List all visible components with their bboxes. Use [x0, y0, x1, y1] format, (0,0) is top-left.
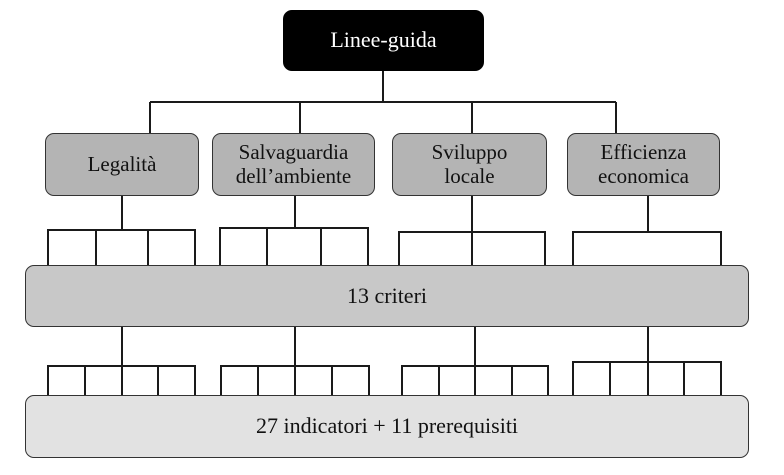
root-label: Linee-guida — [330, 27, 437, 53]
pillar-label: Legalità — [87, 151, 157, 176]
criteria-comb-2 — [219, 227, 369, 267]
criteria-comb-1 — [47, 229, 196, 267]
indicator-comb-2 — [220, 365, 370, 397]
indicator-comb-3 — [401, 365, 549, 397]
pillar-label: Sviluppo locale — [431, 139, 508, 188]
indicator-comb-1 — [47, 365, 196, 397]
criteri-label: 13 criteri — [346, 282, 428, 308]
pillar-salvaguardia-ambiente: Salvaguardia dell’ambiente — [212, 133, 375, 196]
indicatori-label: 27 indicatori + 11 prerequisiti — [255, 413, 519, 439]
pillar-efficienza-economica: Efficienza economica — [567, 133, 720, 196]
criteria-comb-4 — [572, 231, 722, 267]
indicatori-box: 27 indicatori + 11 prerequisiti — [25, 395, 749, 458]
indicator-comb-4 — [572, 361, 722, 397]
pillar-label: Efficienza economica — [598, 139, 689, 188]
criteria-comb-3 — [398, 231, 546, 267]
pillar-legalita: Legalità — [45, 133, 199, 196]
pillar-label: Salvaguardia dell’ambiente — [235, 139, 352, 188]
criteri-box: 13 criteri — [25, 265, 749, 327]
root-node: Linee-guida — [283, 10, 484, 71]
pillar-sviluppo-locale: Sviluppo locale — [392, 133, 547, 196]
